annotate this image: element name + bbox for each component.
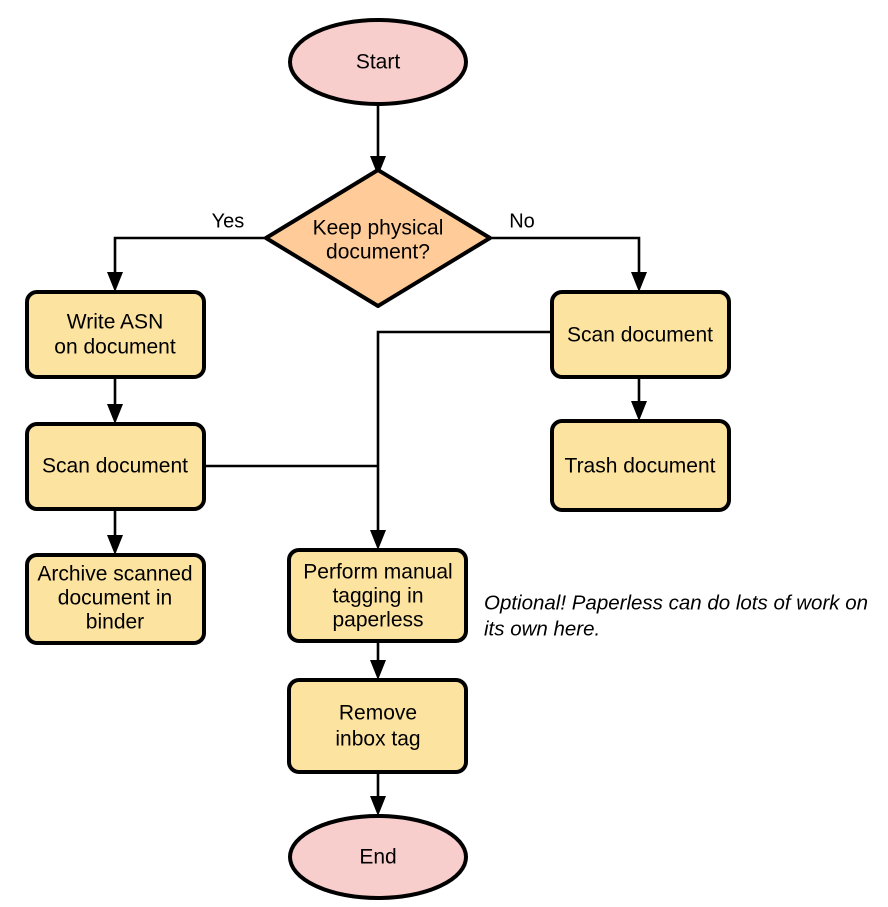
scan-document-right-rect[interactable]: [550, 290, 731, 379]
archive-label-line2: document in: [58, 587, 172, 610]
scan-document-right-label: Scan document: [567, 324, 713, 347]
edge-scanleft-to-archive: [107, 509, 123, 555]
remove-inbox-label-line1: Remove: [339, 702, 417, 725]
edge-start-to-decision: [370, 104, 386, 176]
start-label: Start: [356, 51, 401, 74]
end-label: End: [359, 846, 396, 869]
node-trash-document[interactable]: Trash document: [550, 419, 731, 512]
scan-document-left-rect[interactable]: [25, 422, 206, 511]
remove-inbox-label-line2: inbox tag: [335, 728, 420, 751]
arrowhead-icon: [370, 156, 386, 176]
edge-writeasn-to-scanleft: [107, 377, 123, 424]
end-ellipse[interactable]: [288, 814, 468, 900]
annotation-optional-note: Optional! Paperless can do lots of work …: [484, 591, 868, 640]
trash-document-label: Trash document: [565, 455, 716, 478]
tagging-label-line3: paperless: [332, 609, 423, 632]
edge-label-no: No: [509, 210, 535, 232]
decision-label-line1: Keep physical: [313, 217, 444, 240]
node-scan-document-right[interactable]: Scan document: [550, 290, 731, 379]
edge-decision-yes: [107, 236, 266, 292]
arrowhead-icon: [631, 272, 647, 292]
node-perform-manual-tagging[interactable]: Perform manual tagging in paperless: [287, 548, 468, 643]
archive-label-line1: Archive scanned: [37, 563, 192, 586]
arrowhead-icon: [107, 272, 123, 292]
scan-document-left-label: Scan document: [42, 455, 188, 478]
edge-scanright-to-tagging: [370, 330, 552, 550]
arrowhead-icon: [370, 530, 386, 550]
write-asn-label-line2: on document: [54, 336, 176, 359]
edge-tagging-to-removeinbox: [370, 641, 386, 680]
node-remove-inbox-tag[interactable]: Remove inbox tag: [287, 678, 468, 774]
remove-inbox-rect[interactable]: [287, 678, 468, 774]
edge-label-yes: Yes: [212, 210, 245, 232]
node-write-asn-on-document[interactable]: Write ASN on document: [25, 290, 206, 379]
arrowhead-icon: [107, 535, 123, 555]
archive-label-line3: binder: [86, 611, 144, 634]
edge-decision-no: [490, 236, 647, 292]
edge-scanright-to-trash: [631, 377, 647, 421]
optional-note-line2: its own here.: [484, 617, 600, 640]
arrowhead-icon: [370, 660, 386, 680]
tagging-label-line1: Perform manual: [303, 561, 452, 584]
edge-removeinbox-to-end: [370, 772, 386, 816]
node-scan-document-left[interactable]: Scan document: [25, 422, 206, 511]
arrowhead-icon: [631, 401, 647, 421]
arrowhead-icon: [107, 404, 123, 424]
archive-rect[interactable]: [25, 553, 206, 645]
tagging-label-line2: tagging in: [332, 585, 423, 608]
decision-label-line2: document?: [326, 241, 430, 264]
node-end[interactable]: End: [288, 814, 468, 900]
trash-document-rect[interactable]: [550, 419, 731, 512]
arrowhead-icon: [370, 796, 386, 816]
write-asn-rect[interactable]: [25, 290, 206, 379]
decision-diamond[interactable]: [264, 168, 492, 308]
optional-note-line1: Optional! Paperless can do lots of work …: [484, 591, 868, 614]
write-asn-label-line1: Write ASN: [67, 311, 163, 334]
start-ellipse[interactable]: [288, 18, 468, 106]
node-start[interactable]: Start: [288, 18, 468, 106]
tagging-rect[interactable]: [287, 548, 468, 643]
node-archive-scanned-document[interactable]: Archive scanned document in binder: [25, 553, 206, 645]
node-decision-keep-physical-document[interactable]: Keep physical document?: [264, 168, 492, 308]
